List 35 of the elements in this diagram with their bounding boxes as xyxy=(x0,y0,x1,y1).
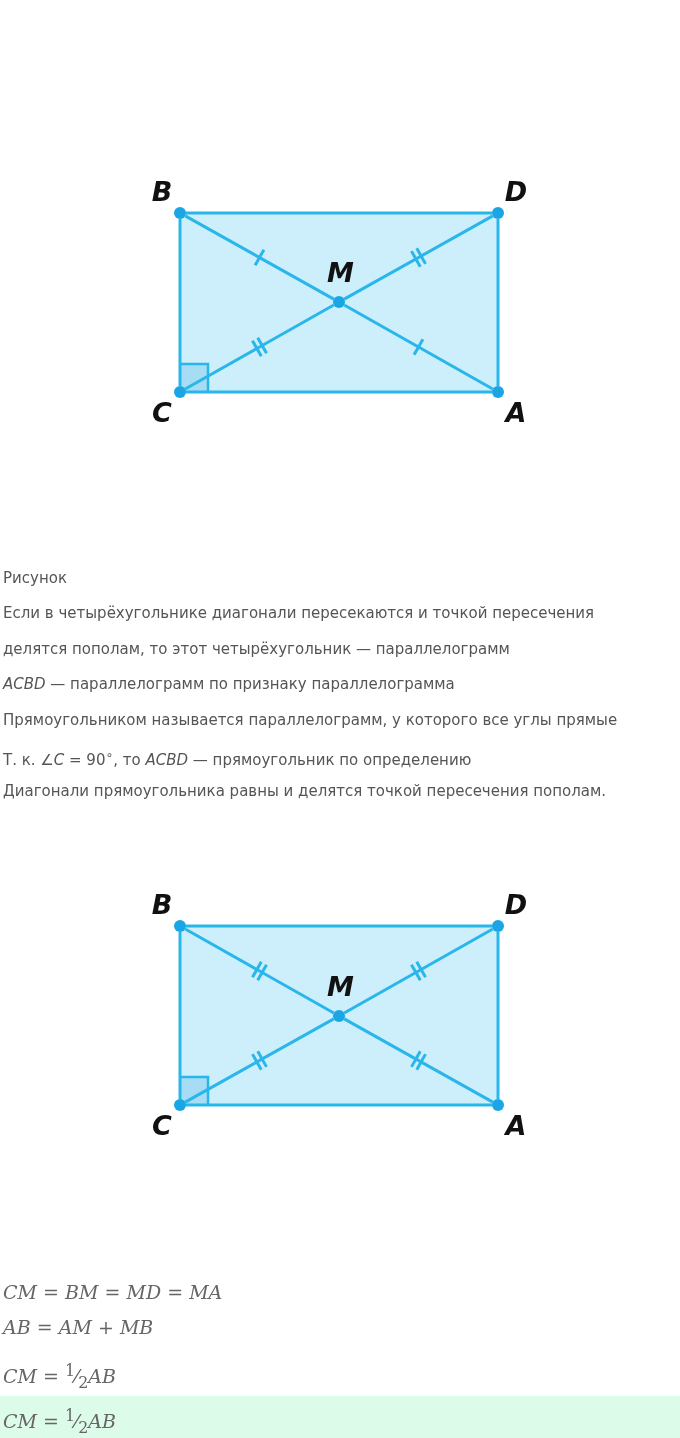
point-label: C xyxy=(151,398,173,428)
line-segment xyxy=(184,214,335,301)
line-segment xyxy=(186,1103,492,1107)
line-segment xyxy=(186,390,492,394)
line-segment xyxy=(178,219,182,386)
text-line: Если в четырёхугольнике диагонали пересекаются и точкой пересечения xyxy=(2,603,595,624)
point-label: C xyxy=(151,1111,173,1141)
point-label: B xyxy=(150,177,174,207)
point-label: A xyxy=(504,398,528,428)
point-label: D xyxy=(504,890,528,920)
text-line: делятся пополам, то этот четырёхугольник — параллелограмм xyxy=(2,639,510,660)
line-segment xyxy=(343,214,494,301)
text-line: Диагонали прямоугольника равны и делятся точкой пересечения пополам. xyxy=(2,781,607,802)
formula: AB = AM + MB xyxy=(0,1315,154,1340)
point-label: A xyxy=(504,1111,528,1141)
line-segment xyxy=(178,932,182,1099)
line-segment xyxy=(186,924,492,928)
line-segment xyxy=(184,1017,335,1104)
formula: CM = $^{1}$⁄$_{2}$AB xyxy=(2,1360,117,1395)
text-line: ACBD — параллелограмм по признаку параллелограмма xyxy=(1,674,455,695)
text-line: Т. к. ∠C = 90$^{∘}$, то ACBD — прямоугольник по определению xyxy=(2,746,472,771)
text-line: Прямоугольником называется параллелограмм, у которого все углы прямые xyxy=(2,710,618,731)
line-segment xyxy=(186,211,492,215)
line-segment xyxy=(343,1017,494,1104)
line-segment xyxy=(496,932,500,1099)
line-segment xyxy=(496,219,500,386)
line-segment xyxy=(343,303,494,391)
line-segment xyxy=(184,927,335,1015)
point-label: D xyxy=(504,177,528,207)
answer-formula: CM = $^{1}$⁄$_{2}$AB xyxy=(2,1405,117,1438)
figure-caption: Рисунок xyxy=(2,568,67,589)
line-segment xyxy=(184,303,335,391)
point-label: B xyxy=(150,890,174,920)
line-segment xyxy=(343,927,494,1015)
formula: CM = BM = MD = MA xyxy=(2,1280,223,1305)
